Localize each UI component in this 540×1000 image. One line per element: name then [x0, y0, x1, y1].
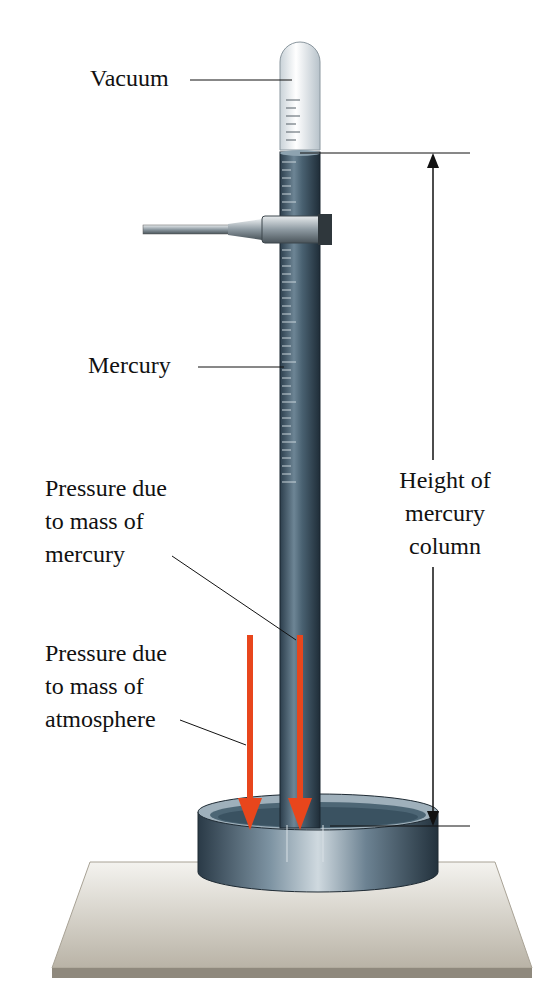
scale-tick: [282, 282, 296, 283]
scale-tick: [282, 474, 291, 475]
scale-tick: [282, 482, 296, 483]
scale-tick: [282, 306, 291, 307]
scale-tick: [282, 250, 291, 251]
vacuum-label: Vacuum: [90, 62, 200, 95]
scale-tick: [282, 178, 291, 179]
scale-tick: [282, 266, 291, 267]
atmosphere-pressure-label: Pressure due to mass of atmosphere: [45, 637, 190, 736]
scale-tick: [282, 394, 291, 395]
scale-tick: [282, 370, 291, 371]
scale-tick: [282, 418, 291, 419]
scale-tick: [282, 210, 291, 211]
scale-tick: [282, 298, 291, 299]
scale-tick: [282, 434, 291, 435]
scale-tick: [282, 194, 291, 195]
scale-tick: [282, 162, 296, 163]
mercury-label: Mercury: [88, 349, 208, 382]
scale-tick: [282, 442, 296, 443]
scale-tick: [282, 186, 291, 187]
scale-tick: [282, 202, 296, 203]
scale-tick: [282, 426, 291, 427]
scale-tick: [282, 346, 291, 347]
scale-tick: [282, 354, 291, 355]
mercury-pressure-label: Pressure due to mass of mercury: [45, 472, 190, 571]
scale-tick: [282, 338, 291, 339]
scale-tick: [282, 402, 296, 403]
scale-tick: [282, 330, 291, 331]
scale-tick: [282, 170, 291, 171]
scale-tick: [282, 386, 291, 387]
scale-tick: [282, 410, 291, 411]
scale-tick: [282, 450, 291, 451]
scale-tick: [282, 458, 291, 459]
scale-tick: [282, 362, 296, 363]
scale-tick: [282, 466, 291, 467]
scale-tick: [282, 314, 291, 315]
scale-tick: [282, 322, 296, 323]
scale-tick: [282, 290, 291, 291]
scale-tick: [282, 274, 291, 275]
height-label: Height of mercury column: [380, 460, 510, 567]
scale-tick: [282, 258, 291, 259]
scale-tick: [282, 378, 291, 379]
